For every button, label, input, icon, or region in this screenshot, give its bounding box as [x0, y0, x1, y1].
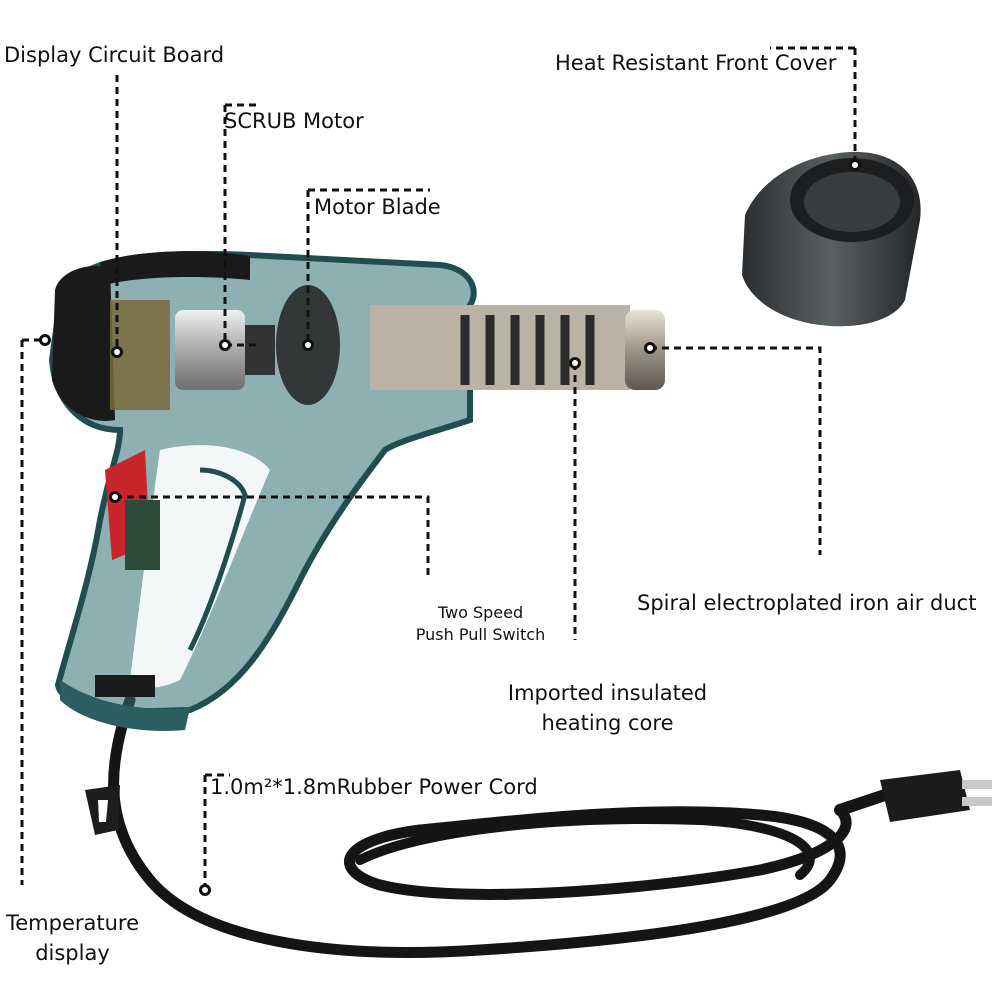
label-scrub-motor: SCRUB Motor: [224, 109, 364, 133]
label-heating-core-line2: heating core: [541, 711, 674, 735]
label-motor-blade: Motor Blade: [314, 195, 441, 219]
label-heating-core-line1: Imported insulated: [507, 681, 708, 705]
speed-switch: [105, 450, 160, 570]
label-power-cord: 1.0m²*1.8mRubber Power Cord: [210, 775, 538, 799]
label-temperature-display-line2: display: [35, 941, 110, 965]
label-heating-core: Imported insulated heating core: [485, 678, 730, 738]
label-temperature-display: Temperature display: [0, 908, 145, 968]
hang-loop: [85, 785, 120, 835]
label-speed-switch-line1: Two Speed: [437, 603, 524, 622]
anchor-dots: [39, 159, 861, 896]
label-speed-switch: Two Speed Push Pull Switch: [398, 602, 563, 646]
label-air-duct: Spiral electroplated iron air duct: [637, 591, 977, 615]
label-display-circuit-board: Display Circuit Board: [4, 43, 225, 67]
label-temperature-display-line1: Temperature: [5, 911, 140, 935]
motor: [175, 310, 275, 390]
label-front-cover: Heat Resistant Front Cover: [555, 51, 837, 75]
top-grip: [100, 251, 250, 285]
front-cover: [742, 151, 921, 327]
power-plug: [880, 770, 992, 822]
cord-clamp: [95, 675, 155, 697]
label-speed-switch-line2: Push Pull Switch: [415, 625, 546, 644]
heating-core: [370, 305, 630, 390]
rear-cap: [52, 266, 115, 421]
